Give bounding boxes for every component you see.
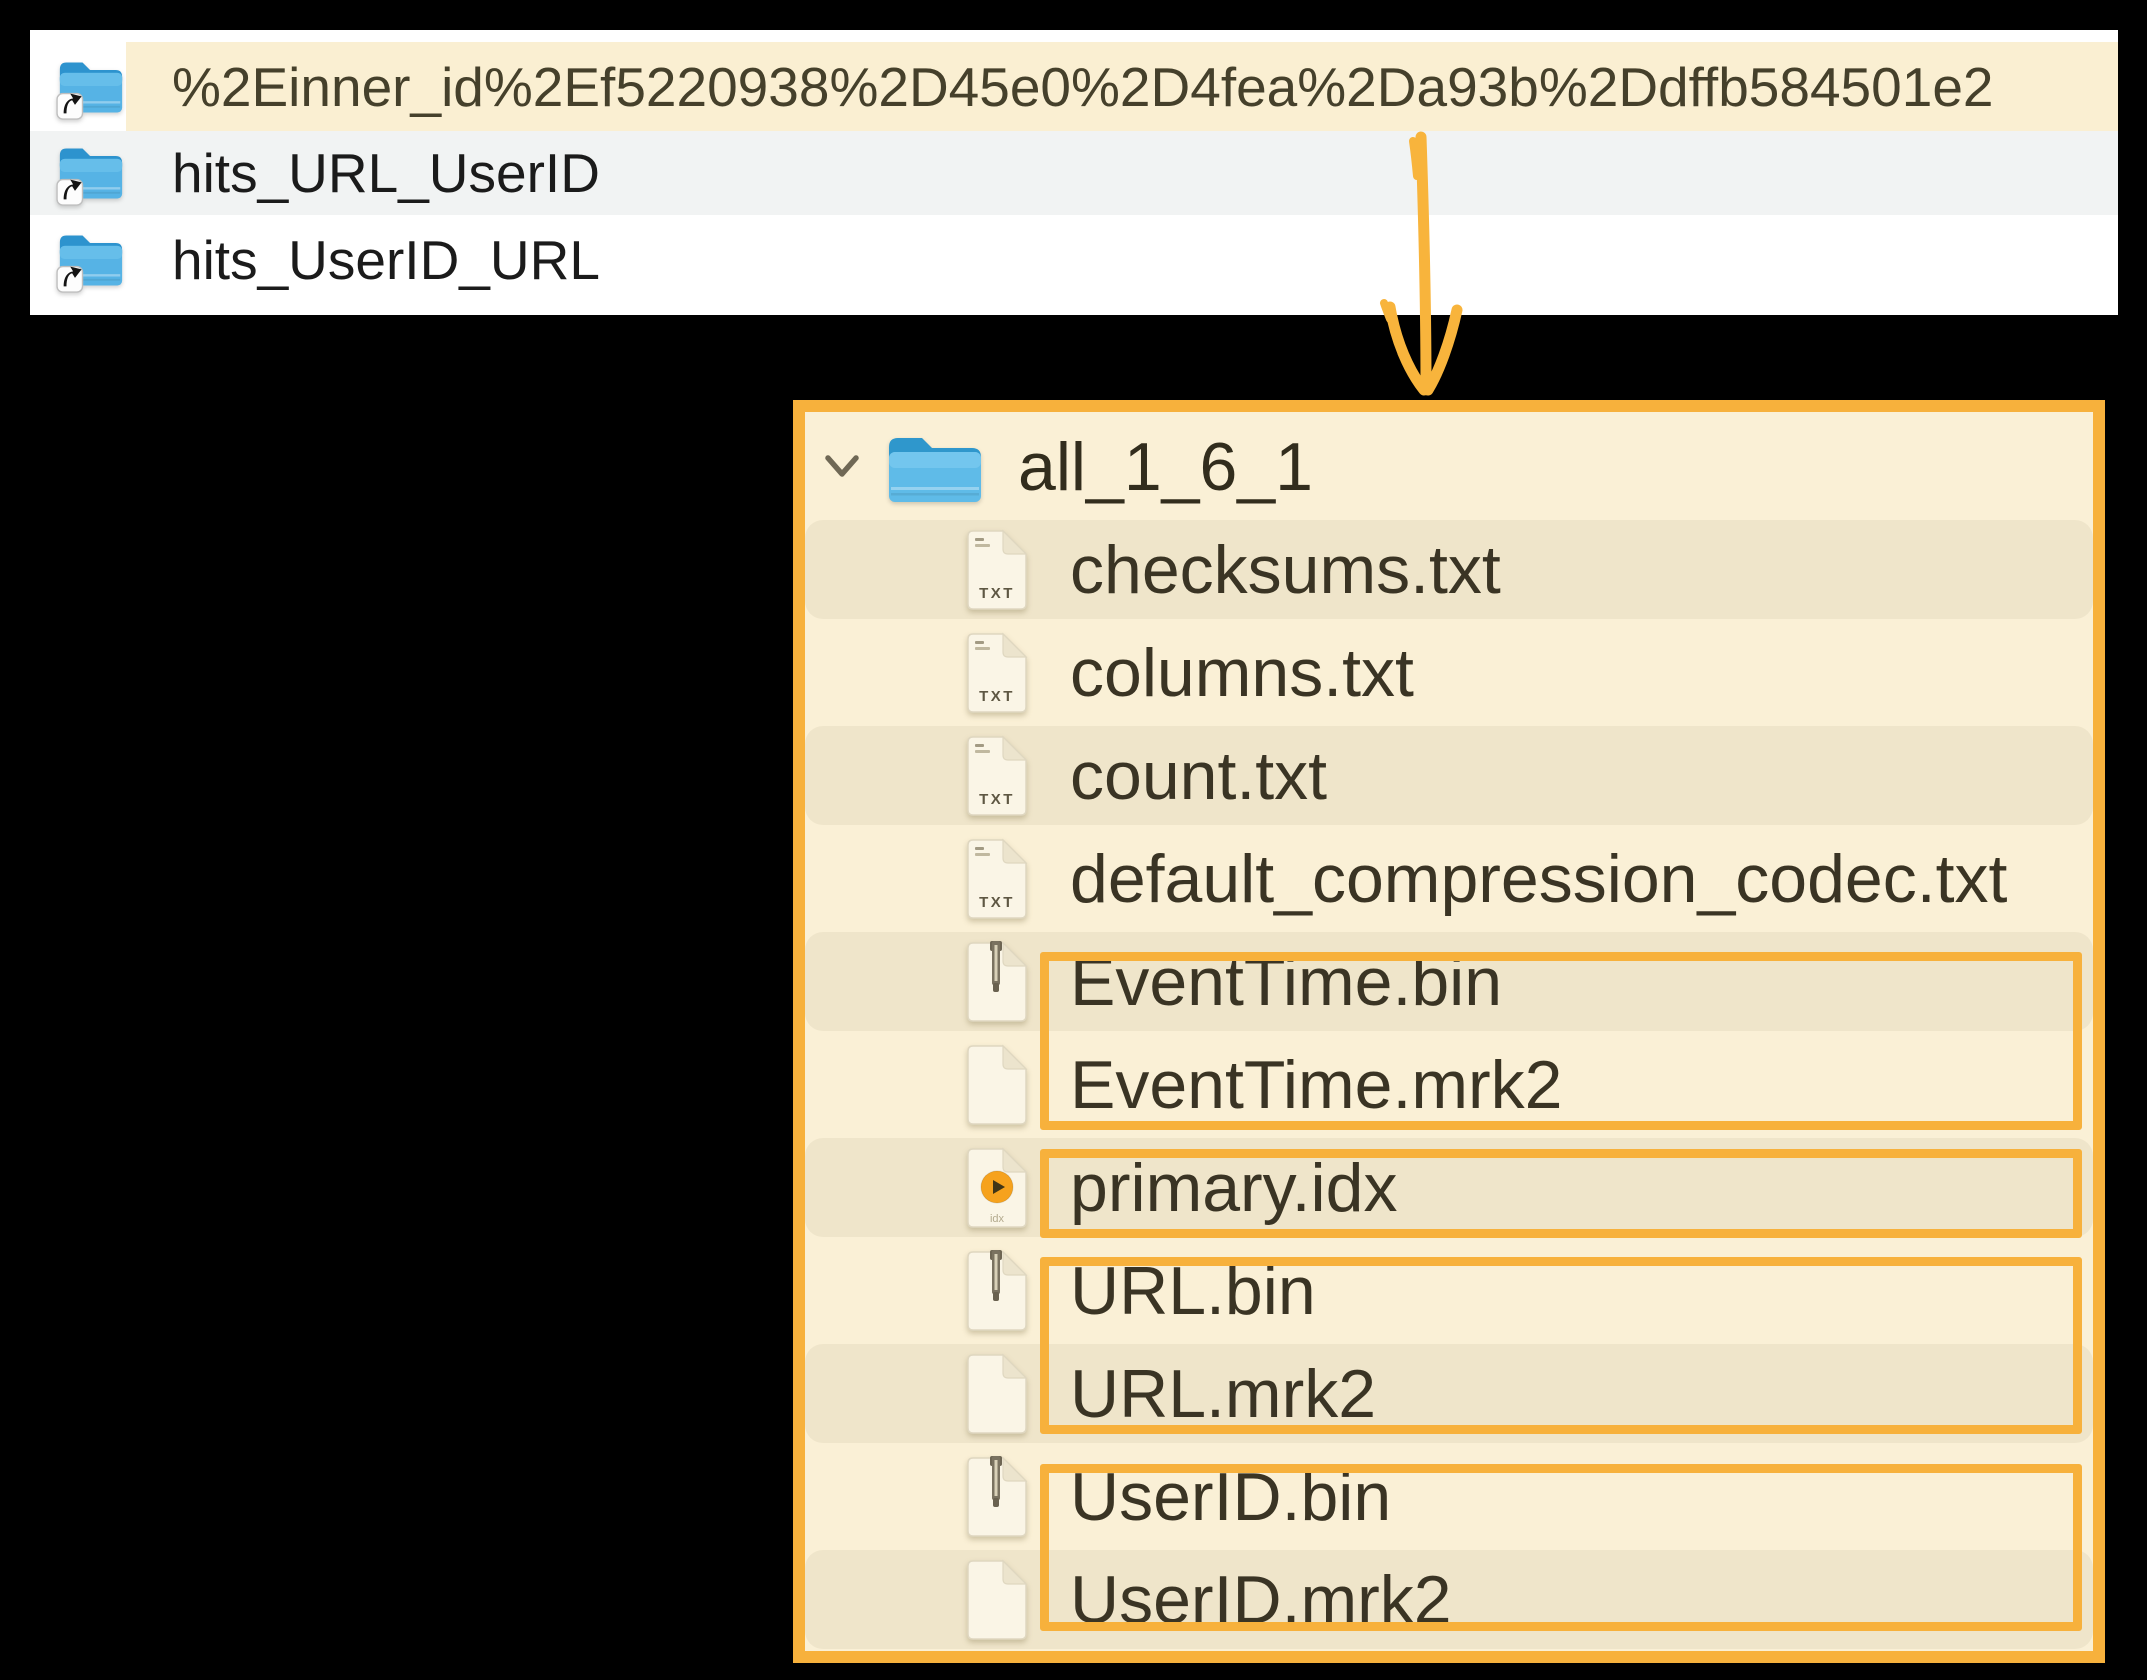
panel-file-row[interactable]: TXT default_compression_codec.txt: [805, 827, 2093, 930]
svg-text:TXT: TXT: [979, 585, 1015, 602]
txt-file-icon: TXT: [962, 529, 1032, 611]
txt-file-icon: TXT: [962, 735, 1032, 817]
bin-file-icon: [962, 940, 1032, 1023]
panel-file-row[interactable]: TXT columns.txt: [805, 621, 2093, 724]
panel-file-label: checksums.txt: [1070, 531, 1501, 608]
panel-file-row[interactable]: TXT checksums.txt: [805, 518, 2093, 621]
chevron-down-icon[interactable]: [820, 447, 864, 487]
panel-file-label: columns.txt: [1070, 634, 1414, 711]
bin-file-icon: [962, 1249, 1032, 1332]
finder-list-item[interactable]: hits_UserID_URL: [30, 215, 2118, 304]
alias-folder-icon: [56, 140, 126, 206]
idx-file-icon: idx: [962, 1147, 1032, 1229]
svg-text:TXT: TXT: [979, 791, 1015, 808]
annotation-highlight-box: [1040, 1149, 2082, 1238]
finder-list-item[interactable]: %2Einner_id%2Ef5220938%2D45e0%2D4fea%2Da…: [30, 42, 2118, 131]
selection-highlight: [126, 42, 2118, 131]
panel-file-label: EventTime.mrk2: [1070, 1046, 1563, 1123]
alias-folder-icon: [56, 227, 126, 293]
svg-text:TXT: TXT: [979, 894, 1015, 911]
alias-folder-icon: [56, 54, 126, 120]
bin-file-icon: [962, 1455, 1032, 1538]
txt-file-icon: TXT: [962, 838, 1032, 920]
panel-file-label: default_compression_codec.txt: [1070, 840, 2008, 917]
svg-text:TXT: TXT: [979, 688, 1015, 705]
tree-root-row[interactable]: all_1_6_1: [805, 415, 2093, 518]
annotation-highlight-box: [1040, 1257, 2082, 1434]
finder-list-item[interactable]: hits_URL_UserID: [30, 131, 2118, 215]
finder-item-label: hits_UserID_URL: [172, 228, 600, 291]
annotation-highlight-box: [1040, 952, 2082, 1130]
finder-item-label: %2Einner_id%2Ef5220938%2D45e0%2D4fea%2Da…: [172, 55, 1994, 118]
panel-file-row[interactable]: TXT count.txt: [805, 724, 2093, 827]
finder-item-label: hits_URL_UserID: [172, 142, 600, 204]
panel-file-label: primary.idx: [1070, 1149, 1398, 1226]
panel-file-label: count.txt: [1070, 737, 1328, 814]
finder-list-window: %2Einner_id%2Ef5220938%2D45e0%2D4fea%2Da…: [30, 30, 2118, 315]
plain-file-icon: [962, 1044, 1032, 1126]
plain-file-icon: [962, 1559, 1032, 1641]
tree-root-label: all_1_6_1: [1018, 428, 1313, 505]
annotation-highlight-box: [1040, 1464, 2082, 1631]
folder-icon: [885, 425, 985, 509]
svg-text:idx: idx: [990, 1213, 1005, 1225]
txt-file-icon: TXT: [962, 632, 1032, 714]
plain-file-icon: [962, 1353, 1032, 1435]
panel-file-row[interactable]: EventTime.mrk2: [805, 1033, 2093, 1136]
panel-file-row[interactable]: EventTime.bin: [805, 930, 2093, 1033]
panel-file-label: URL.mrk2: [1070, 1355, 1377, 1432]
